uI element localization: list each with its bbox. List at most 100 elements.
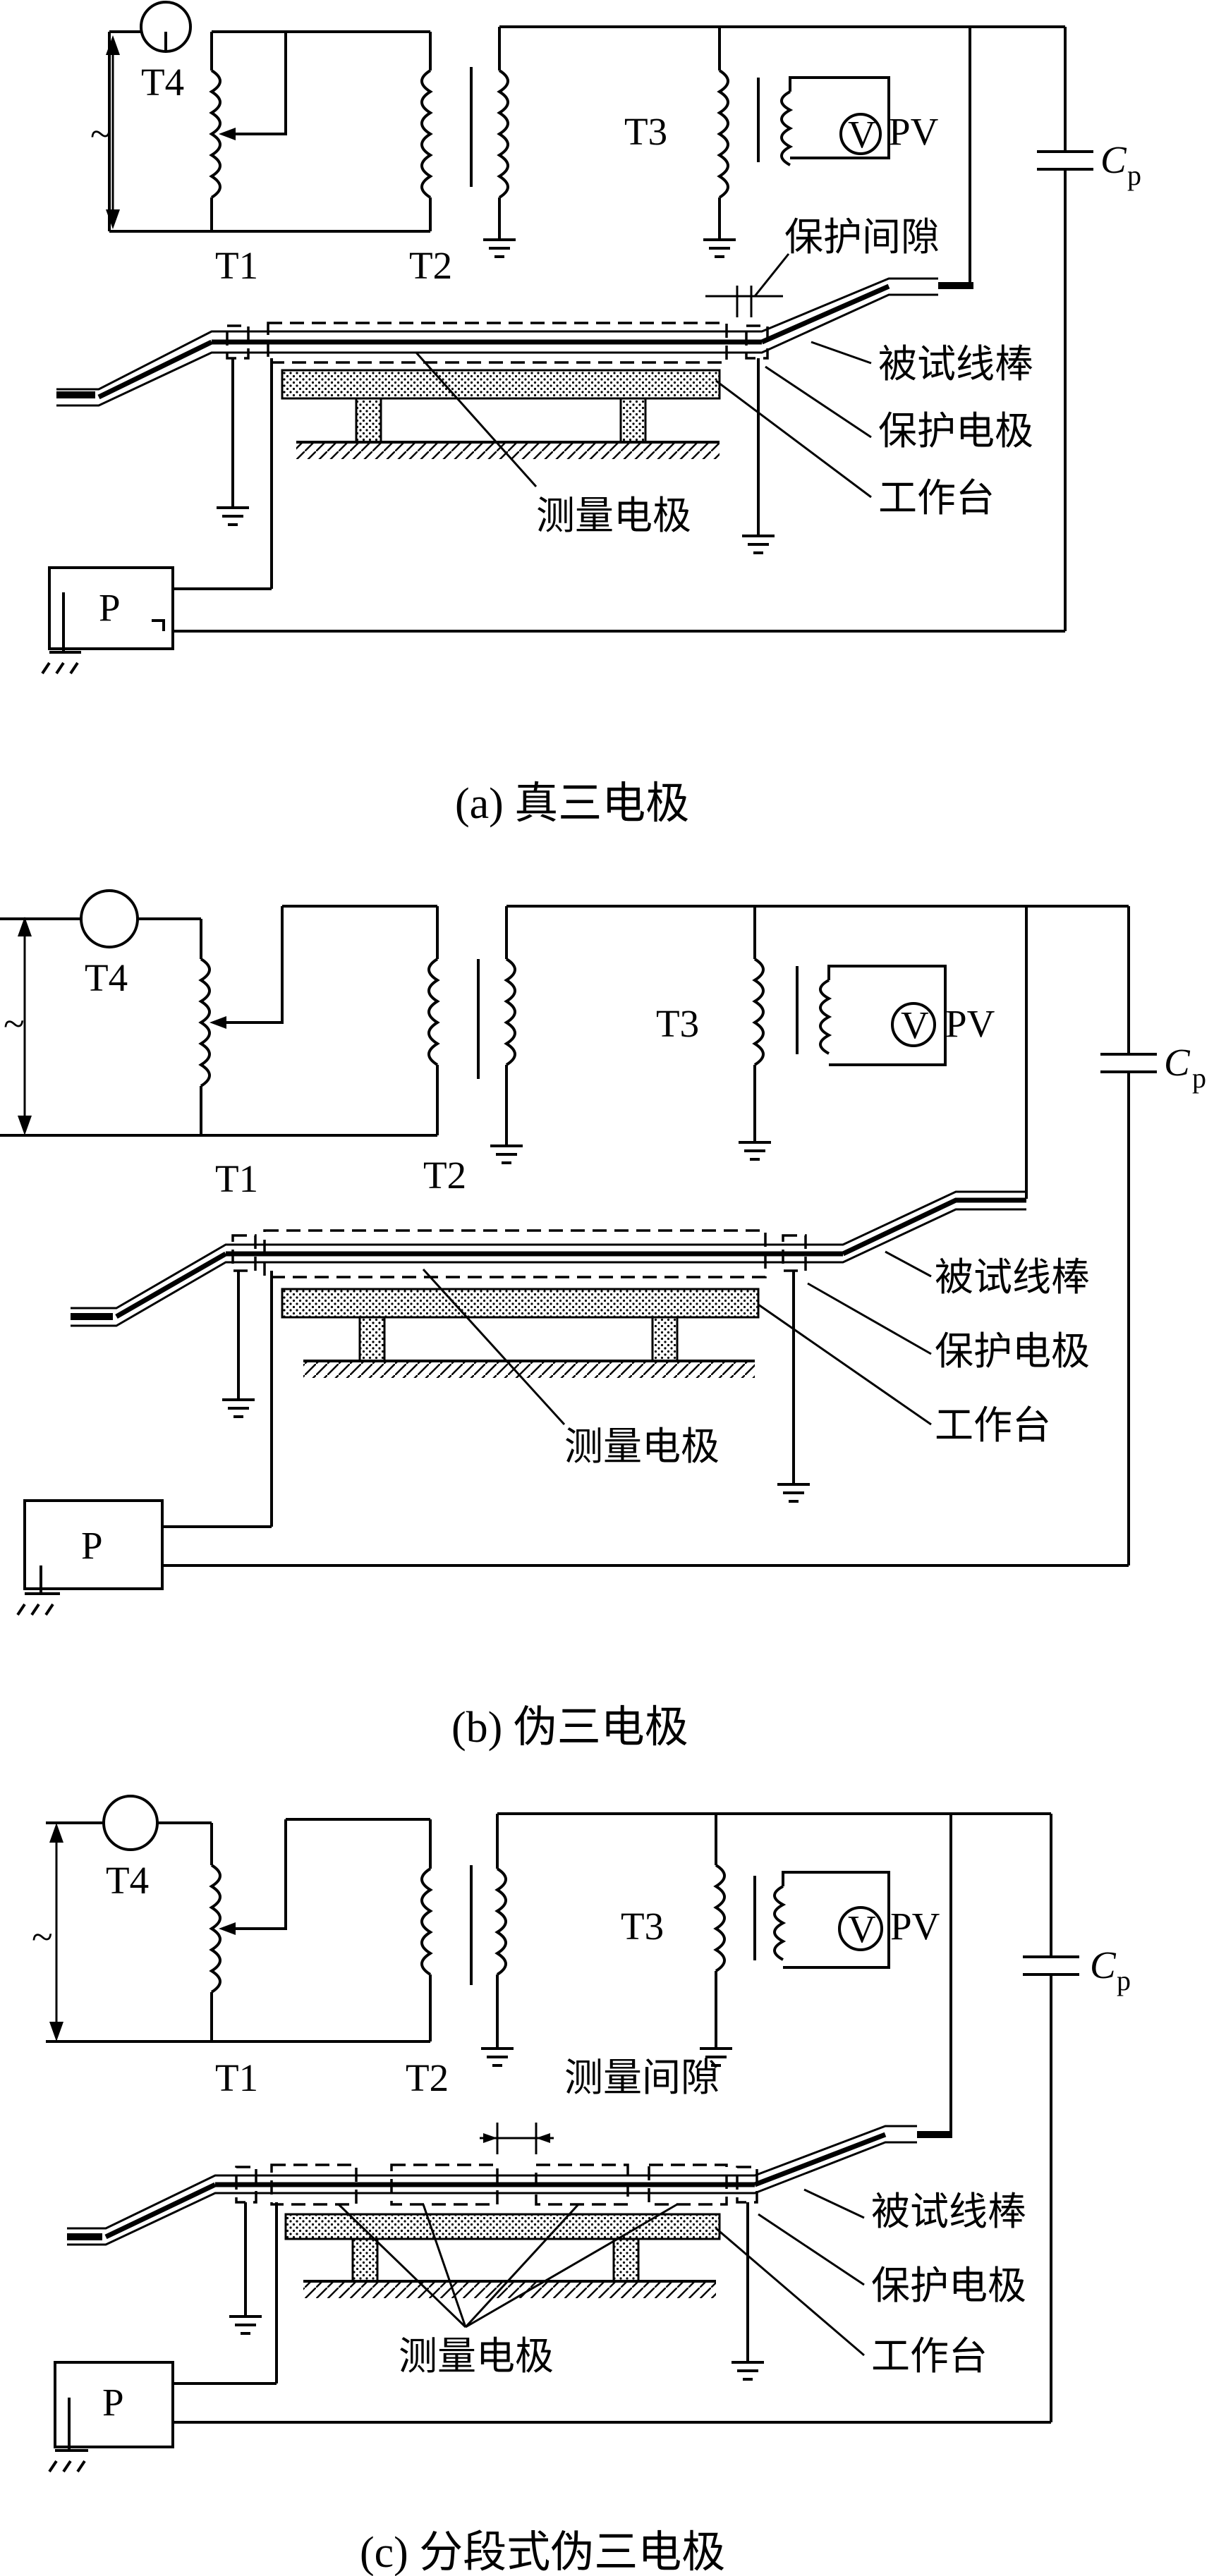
work-bench (284, 2213, 721, 2298)
capacitor-cp (162, 905, 1157, 1567)
t4-label: T4 (106, 1859, 149, 1902)
ground-right (777, 1271, 810, 1503)
bench-label: 工作台 (878, 477, 995, 520)
measuring-electrode-label: 测量电极 (536, 494, 691, 537)
leader-lines (337, 2188, 865, 2357)
transformer-t3 (703, 27, 890, 258)
bar-label: 被试线棒 (878, 343, 1033, 386)
panel-a: ~ T4 T1 T2 (41, 1, 1141, 828)
voltage-arrow (49, 1823, 63, 2041)
capacitor-cp (173, 1814, 1079, 2424)
measuring-electrode (263, 1229, 767, 1278)
measuring-electrode-segment-1 (270, 2163, 358, 2206)
ground-right (732, 2202, 764, 2381)
cp-label: C (1164, 1041, 1191, 1084)
ground-left (229, 2202, 262, 2335)
ac-symbol: ~ (32, 1915, 53, 1958)
t2-label: T2 (423, 1154, 466, 1197)
ac-source (108, 1, 212, 233)
guard-electrode-left (226, 324, 250, 360)
bench-label: 工作台 (935, 1404, 1051, 1447)
guard-electrode-left (235, 2166, 257, 2204)
bridge-p (16, 1271, 273, 1616)
bridge-p-label: P (99, 586, 121, 629)
leader-lines (415, 341, 872, 499)
test-bar (56, 277, 973, 407)
ground-left (217, 358, 249, 526)
guard-label: 保护电极 (878, 410, 1033, 453)
cp-subscript: p (1117, 1965, 1131, 1996)
ground-right (742, 358, 775, 554)
panel-b: ~ T4 T1 T2 (0, 889, 1206, 1752)
autotransformer-t1 (198, 905, 437, 1135)
cp-label: C (1100, 138, 1127, 181)
voltage-arrow (18, 917, 32, 1135)
t2-label: T2 (406, 2056, 449, 2099)
bar-label: 被试线棒 (871, 2190, 1026, 2233)
t4-label: T4 (85, 956, 128, 999)
measuring-electrode-label: 测量电极 (564, 1425, 720, 1468)
test-bar (71, 1190, 1026, 1327)
measuring-electrode-segment-2 (390, 2163, 499, 2206)
work-bench (281, 369, 721, 459)
cp-subscript: p (1192, 1062, 1206, 1094)
guard-electrode-left (231, 1234, 257, 1272)
voltage-arrow (106, 35, 120, 229)
guard-label: 保护电极 (935, 1330, 1090, 1373)
voltmeter-symbol: V (848, 1907, 876, 1951)
ac-source (46, 1795, 430, 2043)
caption-c: (c) 分段式伪三电极 (360, 2529, 725, 2576)
t1-label: T1 (215, 1157, 258, 1200)
ground-left (222, 1271, 255, 1418)
t3-label: T3 (621, 1905, 664, 1948)
measuring-electrode (267, 322, 728, 364)
bench-label: 工作台 (871, 2335, 988, 2378)
autotransformer-t1 (209, 1818, 430, 2041)
cp-label: C (1090, 1943, 1117, 1986)
ac-symbol: ~ (90, 112, 111, 155)
transformer-t3 (739, 906, 947, 1161)
bridge-p (48, 2202, 278, 2473)
voltmeter-symbol: V (901, 1003, 929, 1046)
t2-label: T2 (409, 244, 452, 287)
caption-a: (a) 真三电极 (455, 780, 689, 828)
guard-electrode-right (736, 2166, 758, 2204)
bridge-p-label: P (81, 1524, 103, 1567)
t4-label: T4 (141, 61, 184, 104)
work-bench (281, 1288, 760, 1378)
t3-label: T3 (624, 110, 667, 153)
pv-label: PV (889, 110, 939, 153)
autotransformer-t1 (164, 30, 287, 231)
test-bar (67, 2125, 952, 2246)
bar-label: 被试线棒 (935, 1256, 1090, 1299)
ac-symbol: ~ (4, 1002, 25, 1045)
cp-subscript: p (1127, 159, 1141, 191)
measuring-electrode-segment-4 (648, 2163, 728, 2206)
measuring-electrode-label: 测量电极 (399, 2335, 554, 2378)
transformer-t2 (420, 1814, 514, 2067)
transformer-t2 (427, 906, 523, 1164)
pv-label: PV (890, 1905, 940, 1948)
transformer-t2 (212, 27, 516, 258)
t3-label: T3 (656, 1002, 699, 1045)
measuring-electrode-segment-3 (535, 2163, 629, 2206)
t1-label: T1 (215, 2056, 258, 2099)
ac-source (0, 889, 437, 1137)
panel-c: ~ T4 T1 T2 (32, 1795, 1131, 2576)
guard-electrode-right (745, 324, 769, 360)
t1-label: T1 (215, 244, 258, 287)
bridge-p (41, 358, 273, 675)
pv-label: PV (945, 1002, 995, 1045)
bridge-p-label: P (102, 2381, 124, 2424)
gap-marker (480, 2123, 554, 2154)
voltmeter-symbol: V (848, 113, 876, 156)
guard-label: 保护电极 (871, 2264, 1026, 2307)
caption-b: (b) 伪三电极 (451, 1704, 688, 1752)
transformer-t3 (700, 1814, 890, 2067)
gap-marker (705, 253, 790, 317)
capacitor-cp (173, 27, 1093, 633)
gap-label: 保护间隙 (784, 216, 940, 259)
gap-label: 测量间隙 (564, 2056, 720, 2099)
leader-lines (422, 1250, 932, 1426)
